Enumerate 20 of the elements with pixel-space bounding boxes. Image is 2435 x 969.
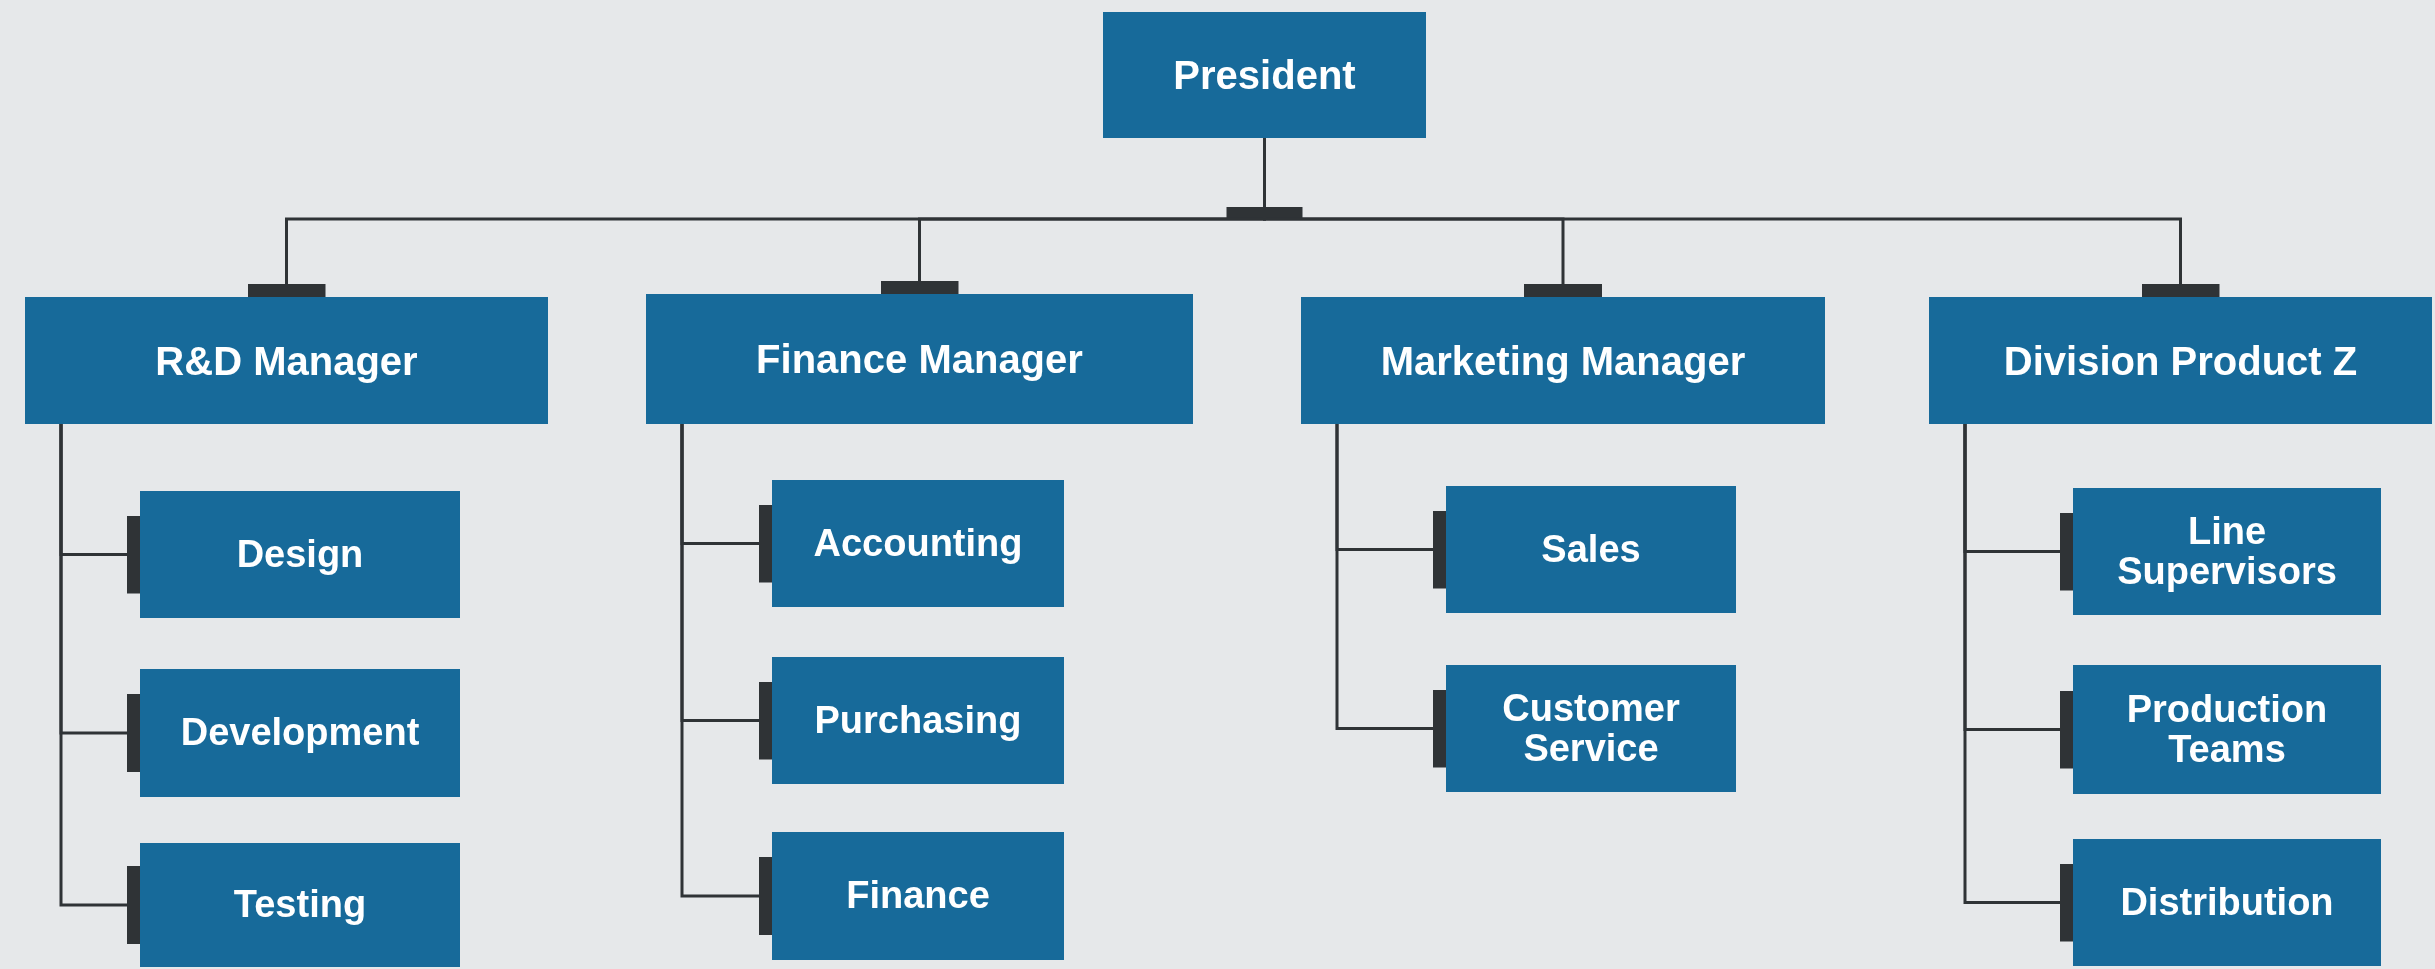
position-box: Distribution: [2073, 839, 2381, 966]
position-box: R&D Manager: [25, 297, 548, 424]
position-box: Line Supervisors: [2073, 488, 2381, 615]
position-box: Testing: [140, 843, 460, 967]
position-box: Accounting: [772, 480, 1064, 607]
position-box: Finance: [772, 832, 1064, 960]
connector-line: [1335, 424, 1446, 768]
position-box: Production Teams: [2073, 665, 2381, 794]
position-box: Design: [140, 491, 460, 618]
position-box: Development: [140, 669, 460, 797]
position-box: Marketing Manager: [1301, 297, 1825, 424]
connector-line: [59, 424, 140, 944]
connector-line: [1963, 424, 2073, 942]
position-box: Sales: [1446, 486, 1736, 613]
position-box: Customer Service: [1446, 665, 1736, 792]
position-box: Purchasing: [772, 657, 1064, 784]
position-box: President: [1103, 12, 1426, 138]
position-box: Division Product Z: [1929, 297, 2432, 424]
position-box: Finance Manager: [646, 294, 1193, 424]
connector-line: [680, 424, 772, 935]
